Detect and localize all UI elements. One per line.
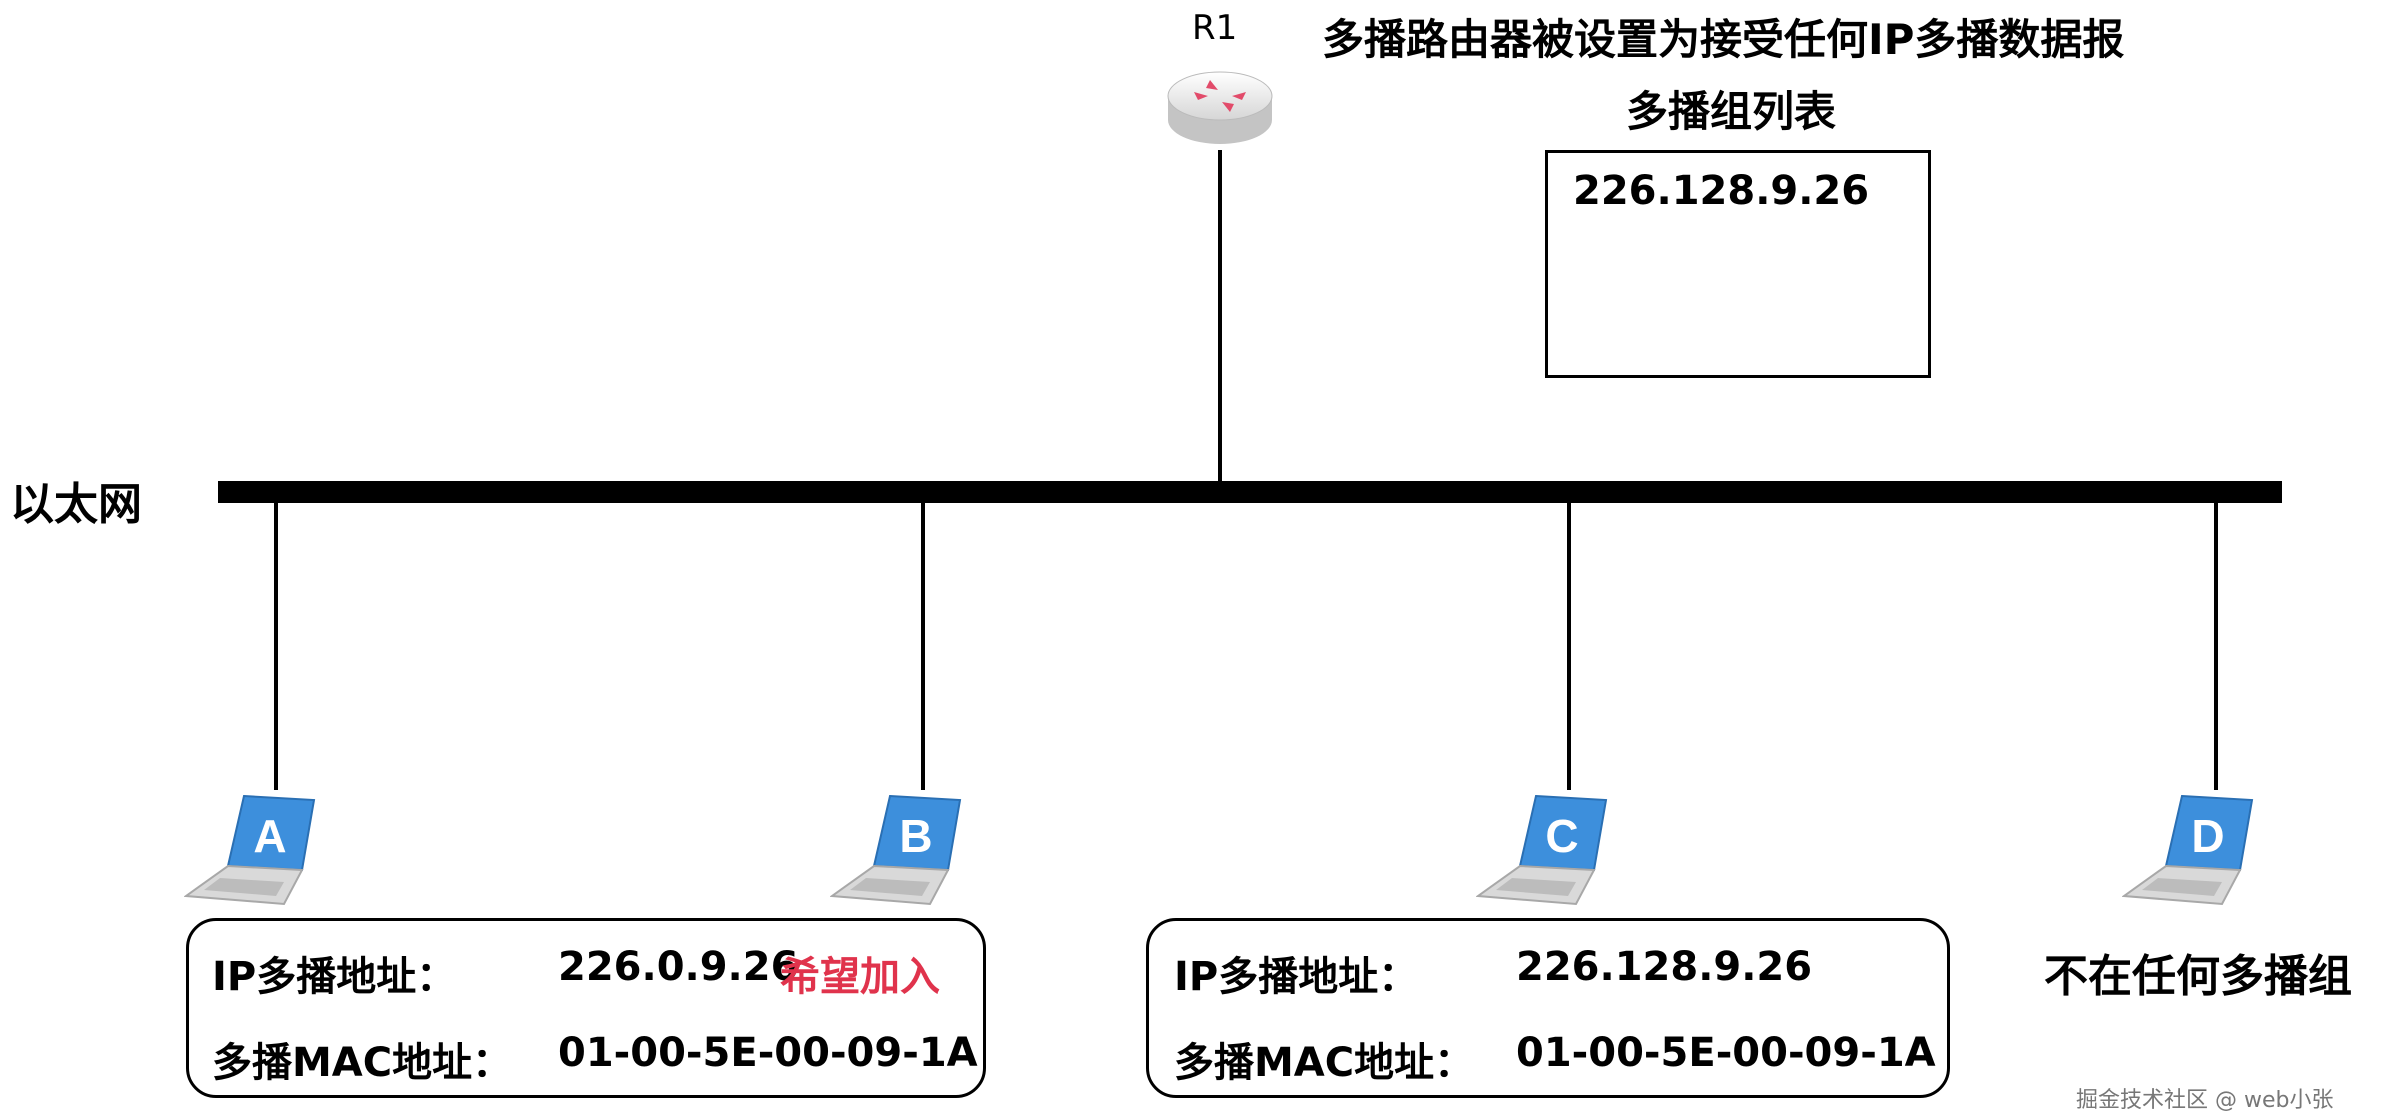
- host-a-info-box: [186, 918, 986, 1098]
- mac-multicast-label: 多播MAC地址：: [212, 1040, 513, 1086]
- group-list-title: 多播组列表: [1626, 87, 1837, 136]
- ip-multicast-value: 226.0.9.26: [558, 944, 799, 990]
- mac-multicast-value: 01-00-5E-00-09-1A: [558, 1030, 978, 1076]
- group-list-entry: 226.128.9.26: [1573, 168, 1870, 214]
- ip-multicast-label: IP多播地址：: [212, 954, 457, 1000]
- laptop-icon: A: [183, 792, 324, 912]
- host-a-link-line: [274, 500, 278, 790]
- laptop-icon: B: [829, 792, 970, 912]
- group-list-box: [1545, 150, 1931, 378]
- watermark: 掘金技术社区 @ web小张: [2076, 1088, 2334, 1113]
- host-a-letter: A: [253, 810, 286, 862]
- host-d-link-line: [2214, 500, 2218, 790]
- ethernet-bus: [218, 481, 2282, 503]
- router-label: R1: [1192, 8, 1238, 48]
- join-wish-label: 希望加入: [780, 954, 940, 1000]
- host-d-letter: D: [2191, 810, 2224, 862]
- host-c-link-line: [1567, 500, 1571, 790]
- laptop-icon: D: [2121, 792, 2262, 912]
- laptop-icon: C: [1475, 792, 1616, 912]
- ip-multicast-value: 226.128.9.26: [1516, 944, 1813, 990]
- mac-multicast-value: 01-00-5E-00-09-1A: [1516, 1030, 1936, 1076]
- host-b-link-line: [921, 500, 925, 790]
- router-link-line: [1218, 150, 1222, 484]
- router-icon: [1164, 62, 1276, 154]
- router-note: 多播路由器被设置为接受任何IP多播数据报: [1322, 15, 2125, 64]
- host-c-letter: C: [1545, 810, 1578, 862]
- host-d-note: 不在任何多播组: [2044, 951, 2352, 1002]
- ip-multicast-label: IP多播地址：: [1174, 954, 1419, 1000]
- host-b-letter: B: [899, 810, 932, 862]
- mac-multicast-label: 多播MAC地址：: [1174, 1040, 1475, 1086]
- ethernet-label: 以太网: [10, 479, 142, 530]
- host-c-info-box: [1146, 918, 1950, 1098]
